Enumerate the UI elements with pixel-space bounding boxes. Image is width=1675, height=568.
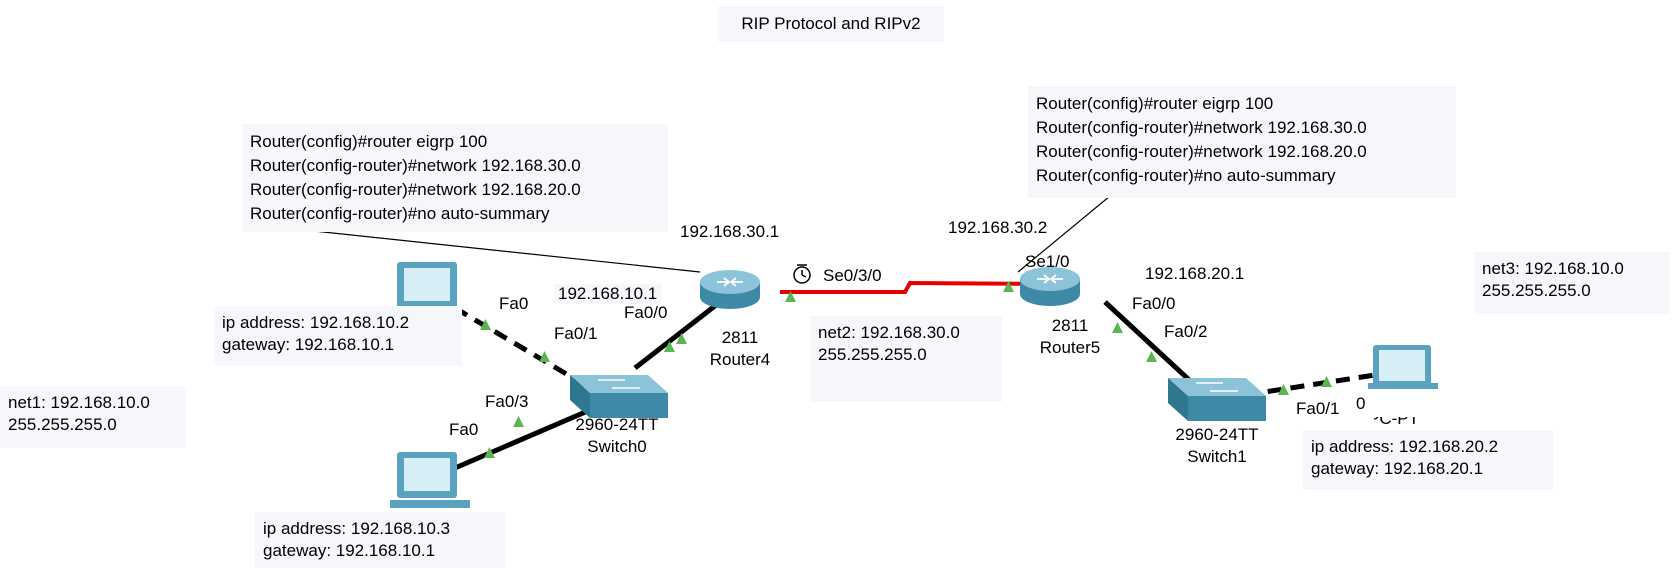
pc-icon[interactable] — [397, 262, 457, 308]
switch-icon[interactable] — [570, 375, 668, 418]
cli-line: Router(config-router)#network 192.168.30… — [250, 156, 581, 175]
port-up-triangle-icon — [484, 447, 495, 458]
pc-icon[interactable] — [1368, 345, 1438, 389]
pc-right-ip-note: ip address: 192.168.20.2 gateway: 192.16… — [1303, 430, 1553, 490]
cli-line: Router(config-router)#network 192.168.20… — [1036, 142, 1367, 161]
port-label: Fa0/2 — [1164, 322, 1208, 341]
router4-serial-ip: 192.168.30.1 — [680, 222, 780, 241]
port-up-triangle-icon — [1003, 281, 1014, 292]
port-up-triangle-icon — [1146, 351, 1157, 362]
cli-line: Router(config)#router eigrp 100 — [250, 132, 488, 151]
port-up-triangle-icon — [1321, 376, 1332, 387]
router4-fa-ip-partial: 192.168.10.1 — [554, 284, 662, 304]
port-indicators — [480, 281, 1332, 458]
port-label: Se0/3/0 — [823, 266, 882, 285]
net1-note: net1: 192.168.10.0 255.255.255.0 — [0, 386, 186, 448]
router4-label: 2811 Router4 — [709, 328, 771, 369]
port-label: Fa0/1 — [1296, 399, 1340, 418]
port-label: Fa0/3 — [485, 392, 529, 411]
router-icon[interactable] — [1020, 267, 1080, 306]
link-pc2-switch0[interactable] — [454, 407, 591, 471]
port-label: 0 — [1356, 394, 1366, 413]
switch0-label: 2960-24TT Switch0 — [575, 415, 659, 456]
port-up-triangle-icon — [676, 333, 687, 344]
router-icon[interactable] — [700, 270, 760, 309]
pc-icon[interactable] — [390, 452, 470, 508]
router4-config-note: Router(config)#router eigrp 100 Router(c… — [242, 124, 668, 232]
pc-left-top-ip-note: ip address: 192.168.10.2 gateway: 192.16… — [214, 306, 462, 366]
port-label: Se1/0 — [1025, 252, 1070, 271]
link-router4-router5-serial[interactable] — [780, 280, 1051, 294]
net2-note: net2: 192.168.30.0 255.255.255.0 — [810, 316, 1002, 402]
port-label: Fa0/1 — [554, 324, 598, 343]
router4-note-pointer — [247, 223, 701, 273]
port-up-triangle-icon — [539, 351, 550, 362]
port-up-triangle-icon — [1278, 384, 1289, 395]
switch-icon[interactable] — [1168, 378, 1266, 421]
cli-line: Router(config)#router eigrp 100 — [1036, 94, 1274, 113]
link-router5-switch1[interactable] — [1103, 300, 1202, 392]
cli-line: Router(config-router)#network 192.168.30… — [1036, 118, 1367, 137]
port-up-triangle-icon — [480, 319, 491, 330]
pc-left-bottom-ip-note: ip address: 192.168.10.3 gateway: 192.16… — [255, 512, 505, 568]
port-label: Fa0/0 — [624, 303, 668, 322]
port-label: Fa0 — [499, 294, 529, 313]
clock-icon — [793, 264, 811, 284]
router5-note-pointer — [1017, 195, 1111, 273]
link-pc1-switch0[interactable] — [453, 305, 587, 388]
switch1-label: 2960-24TT Switch1 — [1175, 425, 1259, 466]
cli-line: Router(config-router)#no auto-summary — [250, 204, 550, 223]
router5-config-note: Router(config)#router eigrp 100 Router(c… — [1028, 86, 1456, 198]
cli-line: Router(config-router)#no auto-summary — [1036, 166, 1336, 185]
port-up-triangle-icon — [664, 341, 675, 352]
port-up-triangle-icon — [513, 416, 524, 427]
page-title: RIP Protocol and RIPv2 — [718, 6, 944, 42]
router5-label: 2811 Router5 — [1039, 316, 1101, 357]
port-up-triangle-icon — [785, 291, 796, 302]
cli-line: Router(config-router)#network 192.168.20… — [250, 180, 581, 199]
link-switch1-pc3[interactable] — [1244, 372, 1376, 398]
port-label: Fa0 — [449, 420, 479, 439]
pc-right-label: PC-PT — [1368, 409, 1419, 428]
port-up-triangle-icon — [1112, 322, 1123, 333]
port-label: Fa0/0 — [1132, 294, 1176, 313]
router5-fa-ip: 192.168.20.1 — [1145, 264, 1245, 283]
net3-note: net3: 192.168.10.0 255.255.255.0 — [1474, 252, 1670, 314]
router5-serial-ip: 192.168.30.2 — [948, 218, 1048, 237]
